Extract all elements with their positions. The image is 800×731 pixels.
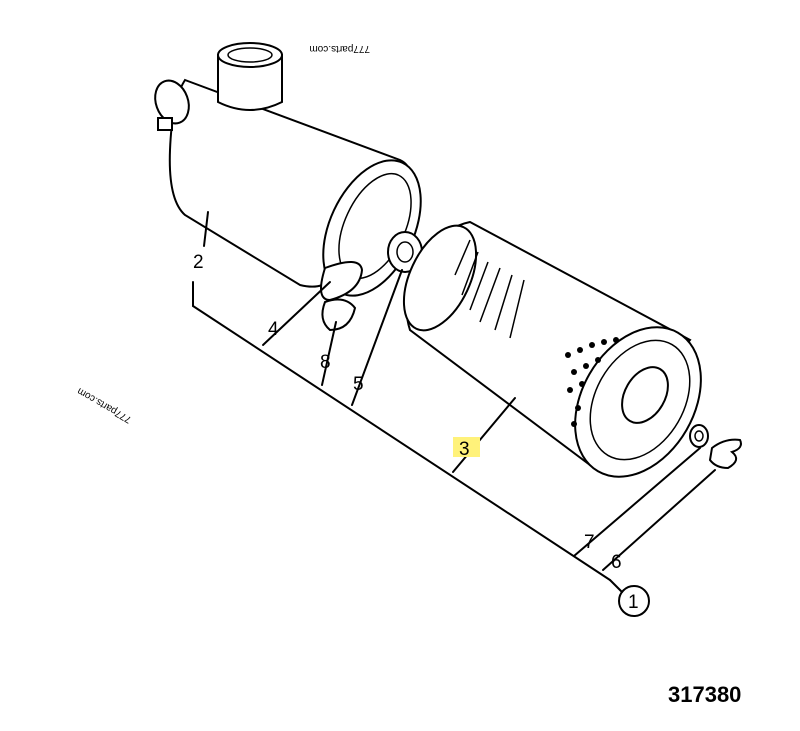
svg-text:1: 1	[628, 592, 639, 613]
callout-4: 4	[268, 319, 279, 340]
washer	[689, 424, 709, 448]
callout-5: 5	[353, 374, 364, 395]
callout-6: 6	[611, 552, 622, 573]
leader-lines	[192, 211, 716, 593]
filter-element	[402, 220, 702, 478]
drawing-number: 317380	[668, 682, 741, 707]
callout-2: 2	[193, 252, 204, 273]
wing-nut	[708, 438, 742, 470]
callout-1: 1	[618, 585, 650, 617]
callout-8: 8	[320, 352, 331, 373]
air-cleaner-housing	[154, 42, 422, 332]
watermark-top: 777parts.com	[309, 43, 370, 54]
callout-7: 7	[584, 532, 595, 553]
watermark-left: 777parts.com	[76, 385, 134, 425]
perforations	[565, 337, 619, 427]
callout-3-highlight	[453, 437, 480, 457]
callout-3: 3	[459, 439, 470, 460]
